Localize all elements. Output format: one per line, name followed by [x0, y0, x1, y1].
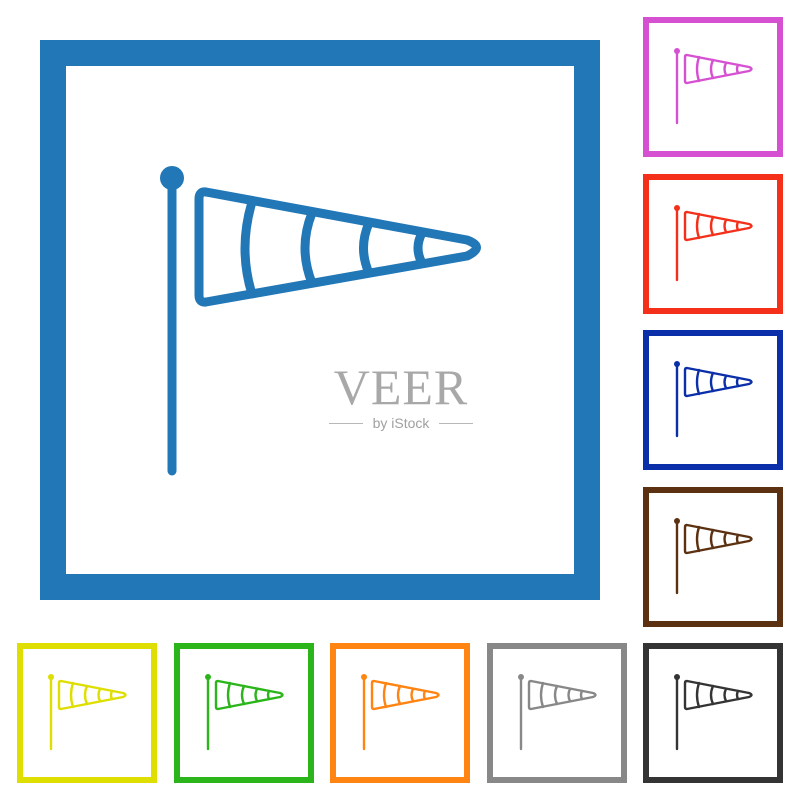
windsock-icon	[361, 674, 440, 751]
windsock-icon	[674, 518, 753, 595]
icon-frame-red	[643, 174, 783, 314]
icon-frame-orange	[330, 643, 470, 783]
windsock-icon	[674, 205, 753, 282]
windsock-icon	[674, 48, 753, 125]
windsock-icon	[518, 674, 597, 751]
icon-frame-magenta	[643, 17, 783, 157]
main-icon-frame	[40, 40, 600, 600]
icon-frame-brown	[643, 487, 783, 627]
windsock-icon	[205, 674, 284, 751]
icon-frame-gray	[487, 643, 627, 783]
windsock-icon	[674, 674, 753, 751]
icon-frame-yellow	[17, 643, 157, 783]
icon-frame-green	[174, 643, 314, 783]
icon-frame-navy	[643, 330, 783, 470]
windsock-icon	[48, 674, 127, 751]
windsock-icon	[160, 166, 481, 476]
icon-frame-black	[643, 643, 783, 783]
windsock-icon	[674, 361, 753, 438]
